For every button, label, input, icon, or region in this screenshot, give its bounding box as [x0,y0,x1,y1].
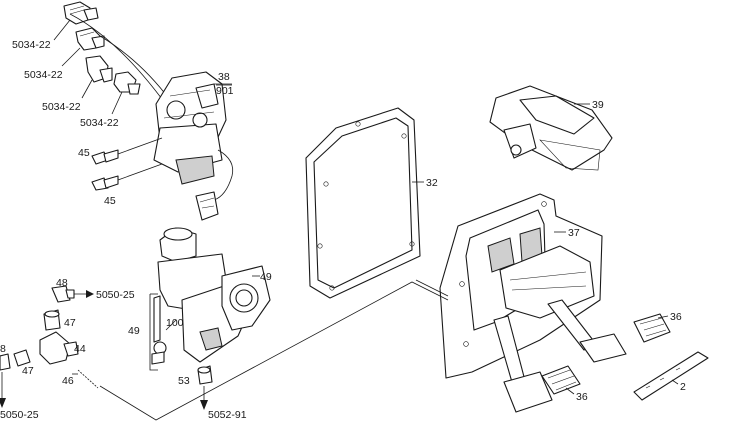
fitting-48 [51,285,75,303]
callout-5050-25-right: 5050-25 [96,289,135,301]
bracket-cover [489,85,613,171]
pedal-pad-upper [633,313,671,343]
callout-53: 53 [178,375,190,387]
callout-100: 100 [166,317,184,329]
callout-49-right: 49 [260,271,272,283]
fluid-reservoir [157,227,271,363]
fitting-1 [63,1,99,25]
callout-901: 901 [216,85,234,97]
callout-47-upper: 47 [64,317,76,329]
callout-36-upper: 36 [670,311,682,323]
callout-5034-22-b: 5034-22 [24,69,63,81]
callout-39: 39 [592,99,604,111]
callout-37: 37 [568,227,580,239]
fitting-4 [113,71,141,95]
callout-49-left: 49 [128,325,140,337]
trim-strip [633,351,709,401]
bolt-45-lower [91,175,119,191]
callout-45-b: 45 [104,195,116,207]
connector-8 [0,353,11,371]
fitting-2 [75,27,105,51]
callout-36-lower: 36 [576,391,588,403]
callout-48: 48 [56,277,68,289]
callout-38: 38 [218,71,230,83]
bolt-45-upper [91,149,119,165]
pedal-pad-lower [541,365,581,395]
seal-gasket [305,107,421,299]
fitting-53 [197,365,213,385]
valve-44 [39,331,79,365]
fitting-47-upper [43,309,61,331]
callout-5050-25-left: 5050-25 [0,409,39,421]
callout-5034-22-d: 5034-22 [80,117,119,129]
valve-assembly [153,71,234,221]
callout-32: 32 [426,177,438,189]
level-sensor [149,293,177,371]
callout-44: 44 [74,343,86,355]
callout-5034-22-c: 5034-22 [42,101,81,113]
pedal-box [439,193,627,413]
callout-8: 8 [0,343,6,355]
callout-5052-91: 5052-91 [208,409,247,421]
callout-5034-22-a: 5034-22 [12,39,51,51]
fitting-47-lower [13,349,31,367]
callout-46: 46 [62,375,74,387]
callout-45-a: 45 [78,147,90,159]
fitting-3 [85,55,113,83]
callout-47-lower: 47 [22,365,34,377]
callout-2: 2 [680,381,686,393]
